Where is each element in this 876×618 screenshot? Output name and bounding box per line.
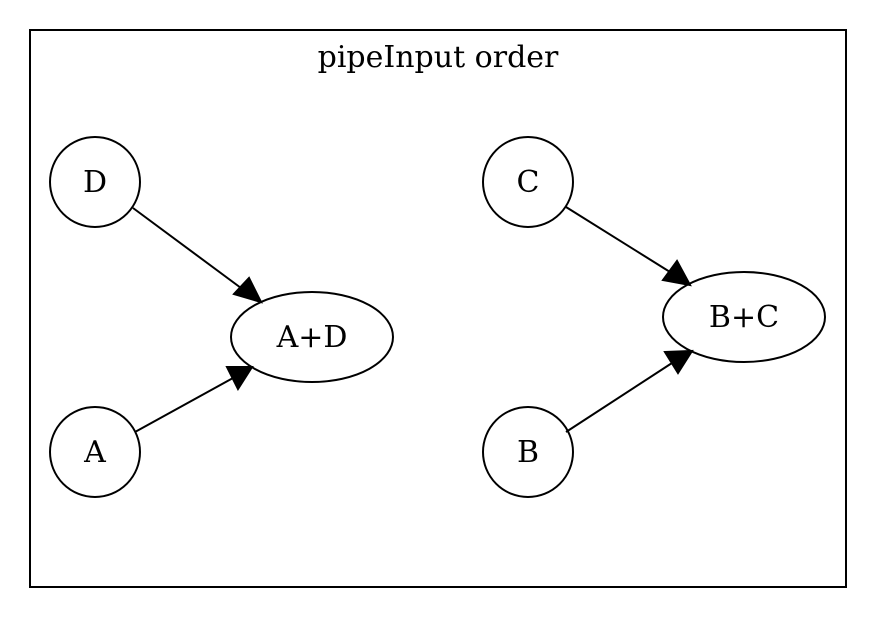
node-a-plus-d: A+D	[230, 291, 394, 383]
node-b: B	[482, 406, 574, 498]
edges	[132, 206, 694, 433]
arrowhead	[661, 259, 692, 287]
node-a-plus-d-ellipse	[230, 291, 394, 383]
node-b-plus-c-label: B+C	[709, 300, 779, 335]
arrowhead	[225, 366, 254, 392]
node-d: D	[49, 136, 141, 228]
node-a-label: A	[83, 435, 106, 470]
node-b-plus-c: B+C	[662, 271, 826, 363]
node-b-plus-c-ellipse	[662, 271, 826, 363]
cluster-border	[29, 29, 847, 588]
edge-d-to-ad	[132, 207, 263, 304]
node-d-label: D	[83, 165, 107, 200]
node-b-circle	[482, 406, 574, 498]
node-c: C	[482, 136, 574, 228]
node-a-circle	[49, 406, 141, 498]
edge-c-to-bc	[565, 206, 692, 287]
edge-b-to-bc	[565, 349, 694, 433]
arrowhead	[232, 276, 263, 304]
cluster-title: pipeInput order	[318, 40, 559, 75]
node-b-label: B	[517, 435, 539, 470]
edge-a-to-ad	[134, 366, 254, 433]
node-c-label: C	[517, 165, 540, 200]
cluster-pipeinput-order: pipeInput order	[29, 29, 847, 588]
node-c-circle	[482, 136, 574, 228]
node-d-circle	[49, 136, 141, 228]
arrowhead	[663, 349, 694, 375]
node-a: A	[49, 406, 141, 498]
node-a-plus-d-label: A+D	[276, 320, 348, 355]
